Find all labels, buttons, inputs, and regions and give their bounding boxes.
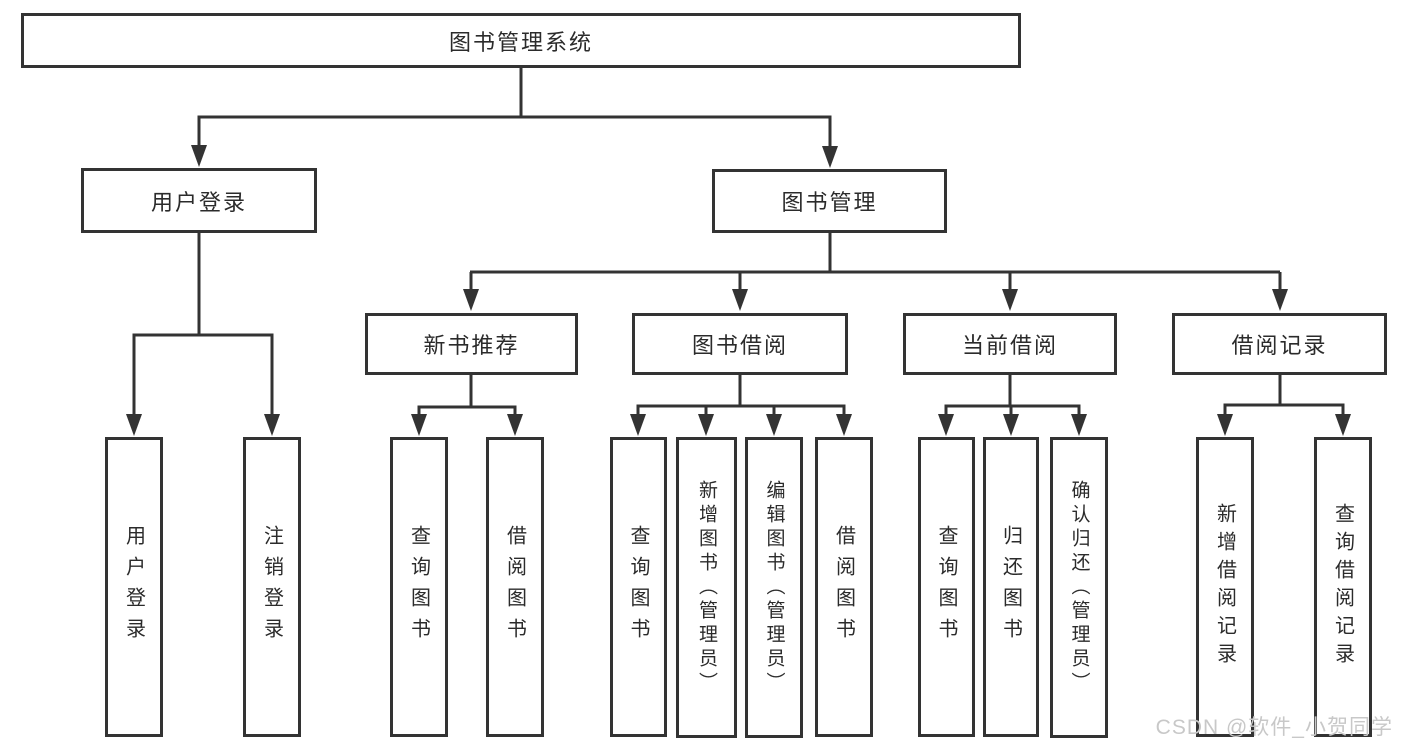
- leaf-logout: 注销登录: [243, 437, 301, 737]
- leaf-query-borrow-record: 查询借阅记录: [1314, 437, 1372, 737]
- arrowheads: [126, 145, 1351, 436]
- node-root-library-management-system: 图书管理系统: [21, 13, 1021, 68]
- node-user-login: 用户登录: [81, 168, 317, 233]
- leaf-add-borrow-record: 新增借阅记录: [1196, 437, 1254, 737]
- node-book-management: 图书管理: [712, 169, 947, 233]
- leaf-query-books-borrow: 查询图书: [610, 437, 667, 737]
- node-borrow-records: 借阅记录: [1172, 313, 1387, 375]
- leaf-query-books-recommend: 查询图书: [390, 437, 448, 737]
- leaf-return-books: 归还图书: [983, 437, 1039, 737]
- node-current-borrow: 当前借阅: [903, 313, 1117, 375]
- leaf-query-books-current: 查询图书: [918, 437, 975, 737]
- csdn-watermark: CSDN @软件_小贺同学: [1155, 716, 1393, 739]
- leaf-borrow-books-recommend: 借阅图书: [486, 437, 544, 737]
- leaf-edit-book-admin: 编辑图书（管理员）: [745, 437, 803, 738]
- node-new-book-recommend: 新书推荐: [365, 313, 578, 375]
- leaf-user-login: 用户登录: [105, 437, 163, 737]
- leaf-borrow-books: 借阅图书: [815, 437, 873, 737]
- leaf-confirm-return-admin: 确认归还（管理员）: [1050, 437, 1108, 738]
- node-book-borrow: 图书借阅: [632, 313, 848, 375]
- leaf-add-book-admin: 新增图书（管理员）: [676, 437, 737, 738]
